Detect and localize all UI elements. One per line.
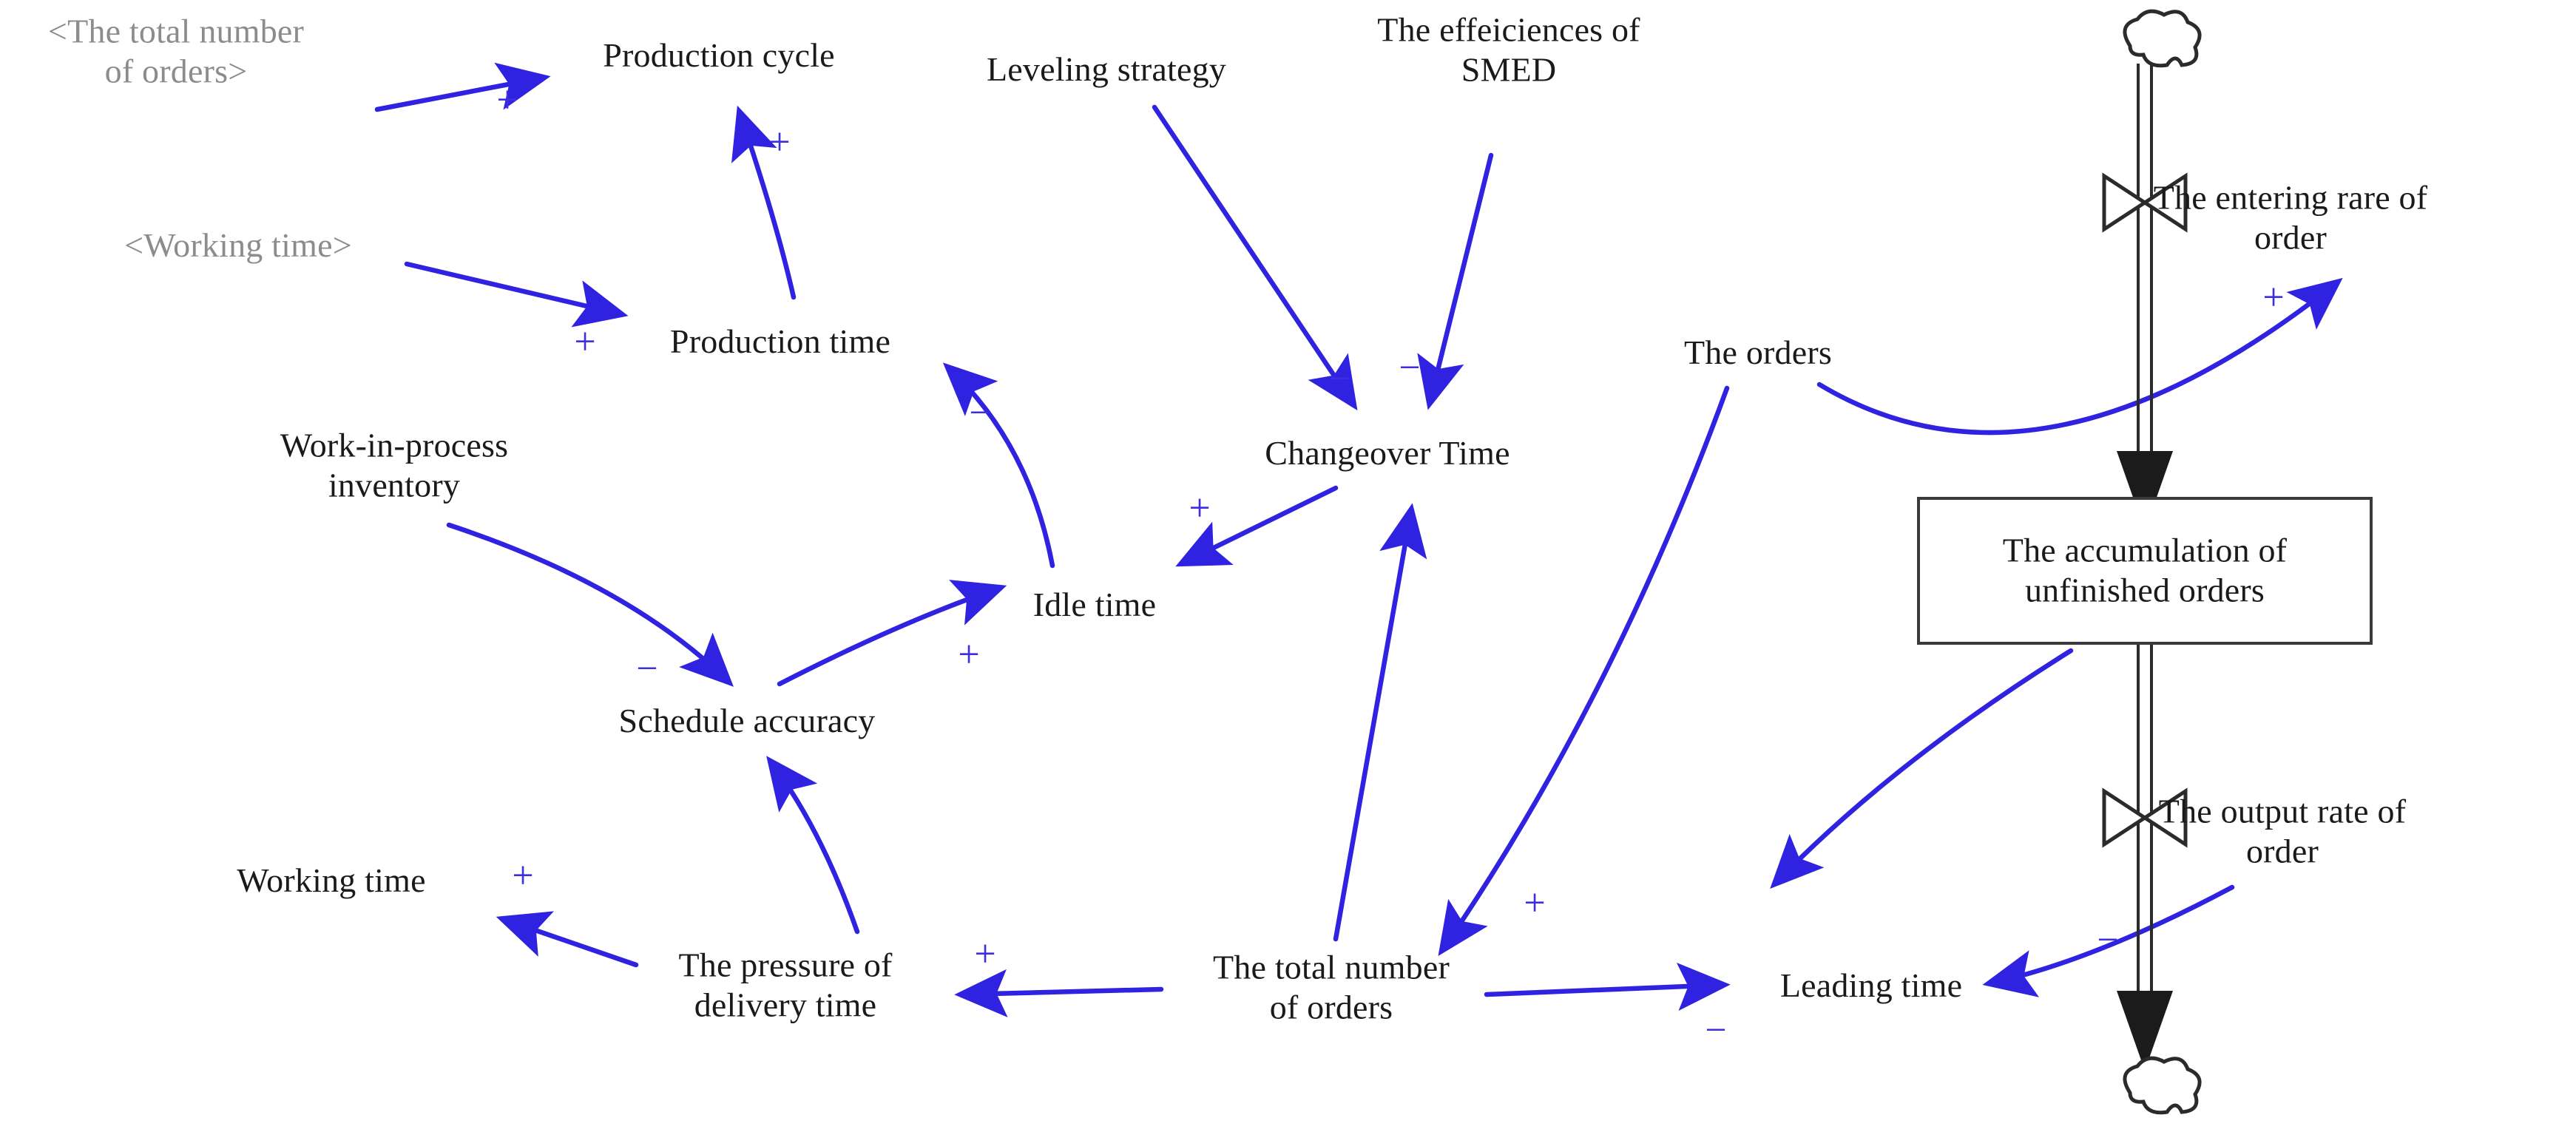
- node-the-pressure-of-delivery-time[interactable]: The pressure of delivery time: [678, 946, 893, 1024]
- node-the-entering-rate-of-order[interactable]: The entering rare of order: [2153, 178, 2428, 257]
- node-shadow-total-number-of-orders[interactable]: <The total number of orders>: [47, 12, 305, 90]
- link-working-time-to-production-time: [404, 261, 629, 328]
- link-leveling-strategy-to-changeover-time: [1152, 104, 1358, 411]
- cloud-source-icon: [2123, 9, 2202, 68]
- stock-flow-structure: [2102, 9, 2202, 1115]
- node-accumulation-of-unfinished-orders[interactable]: The accumulation of unfinished orders: [2002, 531, 2288, 609]
- link-idle-time-to-production-time: [942, 362, 1055, 569]
- link-production-time-to-production-cycle: [731, 105, 797, 300]
- node-effeiciences-of-smed[interactable]: The effeiciences of SMED: [1377, 10, 1640, 89]
- node-the-output-rate-of-order[interactable]: The output rate of order: [2158, 792, 2407, 870]
- valve-icon-outflow: [2102, 787, 2188, 848]
- polarity-sign-orders-to-entering-rate: +: [2262, 277, 2285, 319]
- polarity-sign-total-orders-to-pressure: +: [974, 933, 996, 975]
- inflow-arrowhead: [2117, 451, 2173, 531]
- link-wip-to-schedule-accuracy: [446, 522, 734, 687]
- polarity-sign-total-orders-to-production-cycle: +: [496, 79, 518, 121]
- link-pressure-to-working-time: [496, 911, 639, 968]
- polarity-sign-changeover-time-to-idle-time: +: [1189, 487, 1211, 529]
- link-total-orders-to-changeover-time: [1333, 503, 1427, 942]
- link-orders-to-entering-rate: [1816, 277, 2343, 435]
- polarity-sign-pressure-to-working-time: +: [512, 855, 534, 897]
- link-changeover-time-to-idle-time: [1175, 485, 1339, 567]
- link-total-orders-to-leading-time: [1484, 963, 1731, 1011]
- node-work-in-process-inventory[interactable]: Work-in-process inventory: [280, 426, 509, 504]
- polarity-sign-production-time-to-production-cycle: +: [768, 121, 791, 163]
- node-leveling-strategy[interactable]: Leveling strategy: [986, 50, 1227, 88]
- link-pressure-to-schedule-accuracy: [766, 756, 860, 935]
- polarity-sign-smed-to-changeover-time: −: [1399, 347, 1421, 389]
- node-idle-time[interactable]: Idle time: [1032, 585, 1157, 623]
- node-the-orders[interactable]: The orders: [1684, 333, 1832, 371]
- polarity-sign-schedule-accuracy-to-idle-time: +: [958, 634, 980, 676]
- link-total-orders-to-pressure: [954, 969, 1164, 1017]
- outflow-arrowhead: [2117, 991, 2173, 1071]
- node-the-total-number-of-orders[interactable]: The total number of orders: [1213, 948, 1450, 1026]
- link-output-rate-to-leading-time: [1982, 884, 2235, 997]
- node-working-time[interactable]: Working time: [237, 861, 426, 899]
- polarity-sign-total-orders-to-leading-time: −: [1705, 1009, 1727, 1051]
- link-smed-to-changeover-time: [1417, 152, 1494, 410]
- node-production-cycle[interactable]: Production cycle: [603, 35, 835, 74]
- polarity-sign-working-time-to-production-time: +: [574, 321, 596, 363]
- polarity-sign-output-rate-to-leading-time: −: [2097, 919, 2119, 961]
- cloud-sink-icon: [2123, 1056, 2202, 1115]
- polarity-sign-orders-to-total-orders: +: [1524, 882, 1546, 924]
- node-schedule-accuracy[interactable]: Schedule accuracy: [618, 701, 876, 739]
- node-production-time[interactable]: Production time: [669, 322, 891, 360]
- link-schedule-accuracy-to-idle-time: [777, 580, 1007, 687]
- link-orders-to-total-orders: [1438, 385, 1730, 957]
- polarity-sign-leveling-strategy-to-changeover-time: −: [1328, 358, 1350, 400]
- stock-box-accumulation-unfinished-orders: [1917, 497, 2373, 645]
- link-total-orders-to-production-cycle: [374, 62, 551, 112]
- node-shadow-working-time[interactable]: <Working time>: [124, 226, 352, 264]
- polarity-sign-idle-time-to-production-time: −: [969, 392, 991, 434]
- polarity-sign-wip-to-schedule-accuracy: −: [636, 648, 658, 690]
- node-changeover-time[interactable]: Changeover Time: [1265, 433, 1510, 472]
- node-leading-time[interactable]: Leading time: [1779, 966, 1963, 1004]
- link-accumulation-to-leading-time: [1770, 648, 2074, 889]
- valve-icon-inflow: [2102, 172, 2188, 233]
